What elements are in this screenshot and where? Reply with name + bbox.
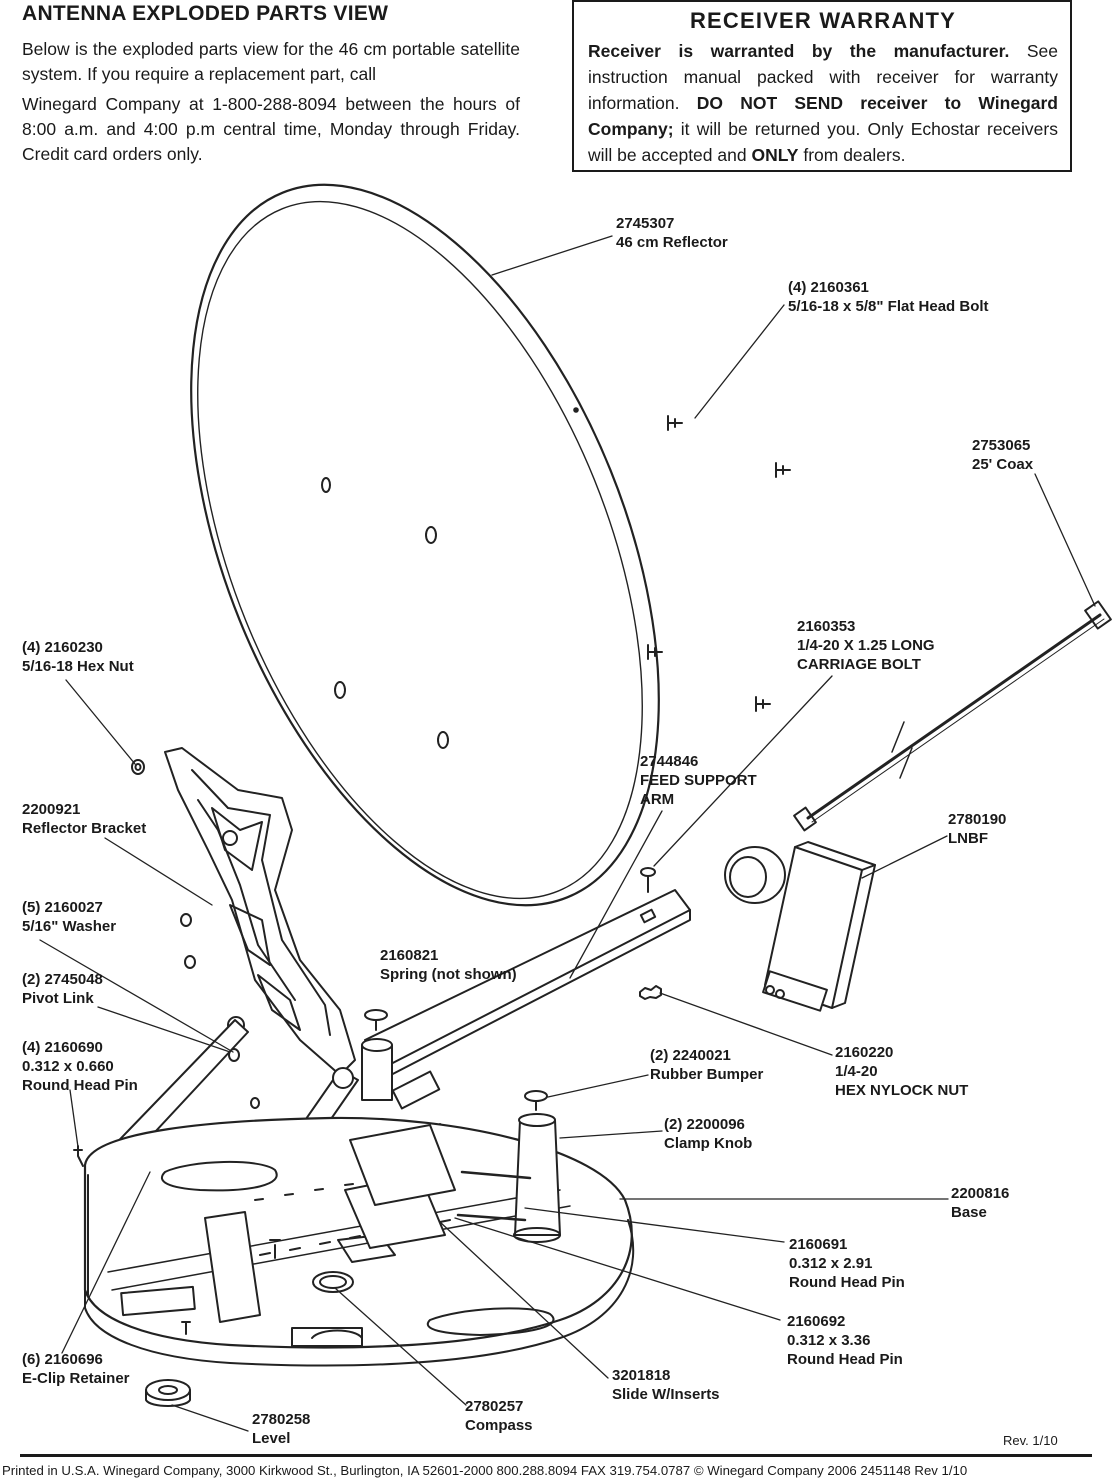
warranty-heading: RECEIVER WARRANTY [689, 8, 957, 33]
pivot-posts-and-slide-drawing [344, 1038, 561, 1249]
lnbf-drawing [724, 841, 876, 1012]
footer-text: Printed in U.S.A. Winegard Company, 3000… [2, 1463, 968, 1478]
flat-head-bolts-drawing [647, 415, 791, 712]
warranty-text: Receiver is warranted by the manufacture… [588, 41, 1059, 165]
intro-paragraph-2: Winegard Company at 1-800-288-8094 betwe… [22, 94, 520, 164]
feed-support-arm-drawing [364, 889, 691, 1110]
carriage-bolt-and-nut-drawing [639, 867, 662, 1000]
receiver-warranty-box: RECEIVER WARRANTY Receiver is warranted … [572, 0, 1072, 172]
footer-rule [20, 1454, 1092, 1457]
page-title: ANTENNA EXPLODED PARTS VIEW [22, 2, 389, 25]
revision-note: Rev. 1/10 [1003, 1433, 1058, 1448]
reflector-dish-drawing [190, 183, 660, 907]
leader-lines [39, 235, 1096, 1432]
intro-paragraph-1: Below is the exploded parts view for the… [22, 39, 520, 84]
reflector-bracket-drawing [164, 747, 356, 1076]
compass-and-level-drawing [145, 1271, 354, 1407]
round-head-pins-drawing [73, 1145, 281, 1335]
coax-cable-drawing [793, 600, 1112, 832]
